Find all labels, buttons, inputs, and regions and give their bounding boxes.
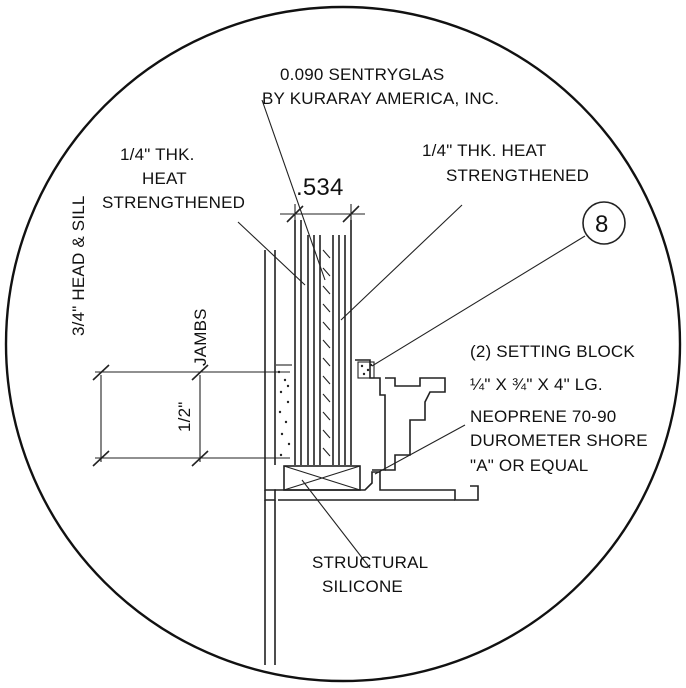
dimension-534 [280, 204, 365, 230]
silicone-label-line1: STRUCTURAL [312, 553, 428, 572]
structural-silicone-fill [276, 364, 292, 457]
glass-lites [294, 220, 352, 465]
setting-block-line4: DUROMETER SHORE [470, 431, 648, 450]
setting-block-line3: NEOPRENE 70-90 [470, 407, 616, 426]
head-sill-label: 3/4" HEAD & SILL [69, 195, 88, 336]
right-glass-label-line1: 1/4" THK. HEAT [422, 141, 546, 160]
setting-block-line2: ¼" X ¾" X 4" LG. [470, 375, 603, 394]
gasket [357, 361, 375, 379]
frame-profile [264, 250, 479, 665]
interlayer-label-line1: 0.090 SENTRYGLAS [280, 65, 444, 84]
jambs-dim-label: 1/2" [175, 402, 194, 432]
silicone-label-line2: SILICONE [322, 577, 403, 596]
leader-lines [237, 99, 586, 569]
head-sill-dimension [92, 364, 290, 467]
callout-circle [582, 201, 626, 245]
left-glass-label-line2: HEAT [142, 169, 187, 188]
left-glass-label-line1: 1/4" THK. [120, 145, 195, 164]
jambs-label: JAMBS [191, 308, 210, 366]
interlayer-hatch [322, 249, 331, 457]
setting-block [283, 465, 361, 491]
callout-number: 8 [595, 211, 609, 238]
detail-circle [4, 5, 682, 683]
left-glass-label-line3: STRENGTHENED [102, 193, 245, 212]
setting-block-line1: (2) SETTING BLOCK [470, 342, 635, 361]
right-glass-label-line2: STRENGTHENED [446, 166, 589, 185]
setting-block-line5: "A" OR EQUAL [470, 456, 588, 475]
interlayer-label-line2: BY KURARAY AMERICA, INC. [262, 89, 499, 108]
dimension-label: .534 [296, 174, 344, 201]
